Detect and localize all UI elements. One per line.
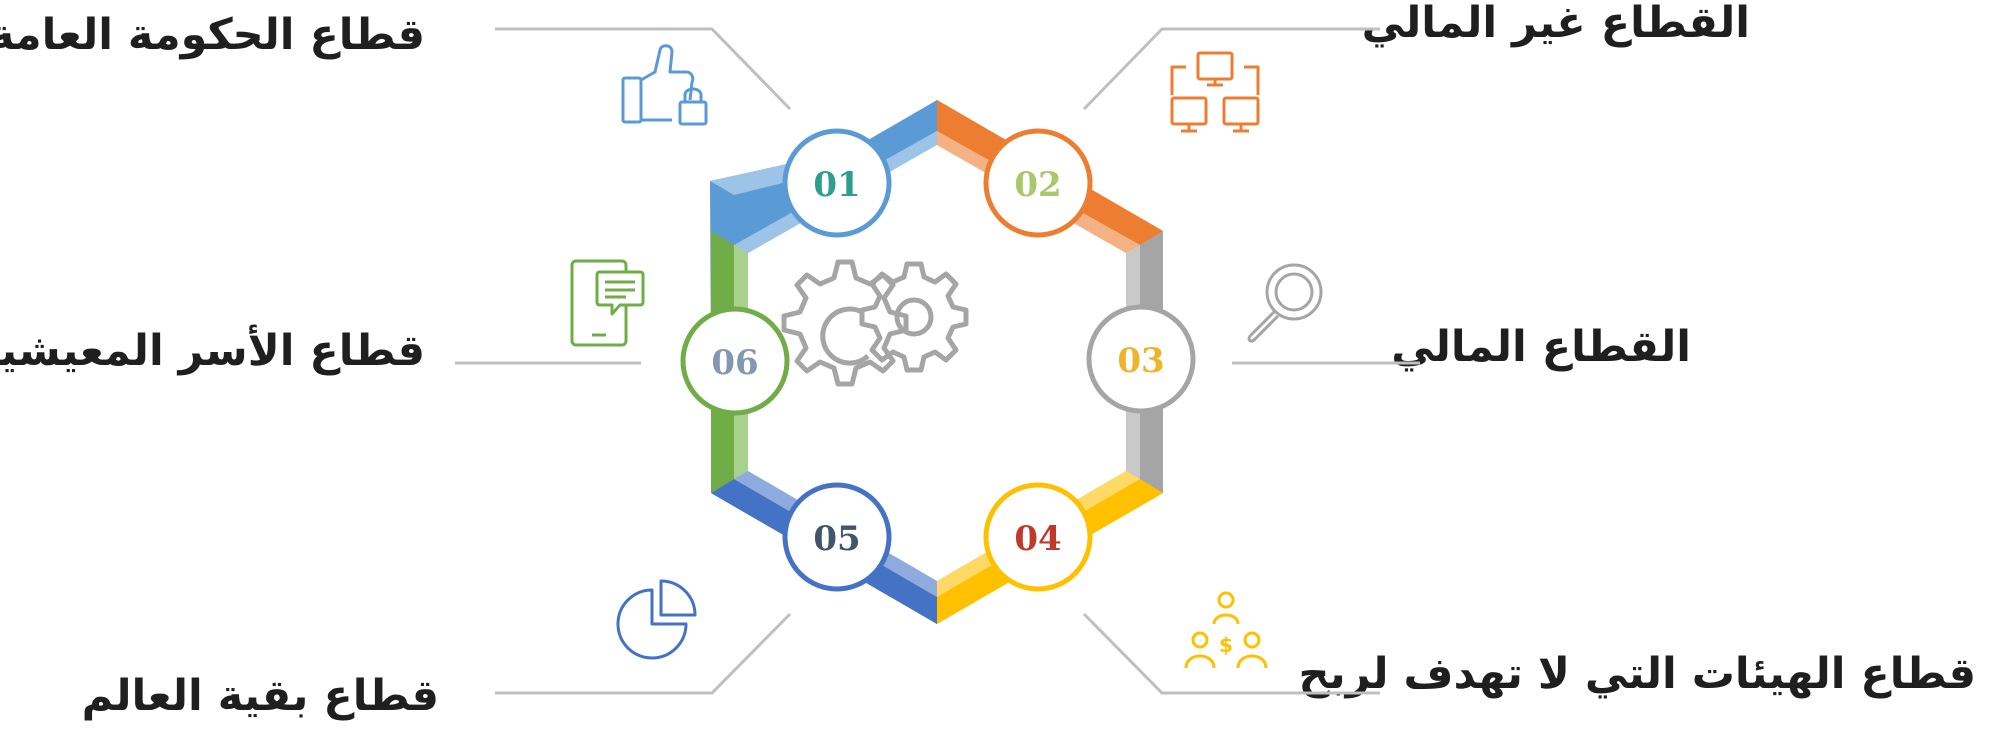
pie-chart-icon	[616, 579, 697, 660]
network-computers-icon	[1170, 51, 1260, 133]
step-circle-05: 05	[782, 482, 892, 592]
sector-label-03: القطاع المالي	[1391, 322, 1691, 372]
sector-label-01: قطاع الحكومة العامة	[0, 10, 425, 60]
connector-lines	[455, 27, 1420, 695]
step-number-01: 01	[813, 165, 860, 205]
connector-line-02	[1082, 27, 1380, 111]
step-circle-02: 02	[983, 128, 1093, 238]
step-circle-06: 06	[680, 306, 790, 416]
sector-label-05: قطاع بقية العالم	[81, 671, 439, 721]
connector-line-01	[495, 27, 792, 111]
step-number-05: 05	[813, 519, 860, 559]
connector-line-05	[495, 612, 792, 695]
step-circle-03: 03	[1086, 304, 1196, 414]
step-number-03: 03	[1117, 341, 1164, 381]
sector-label-02: القطاع غير المالي	[1361, 0, 1750, 48]
step-number-02: 02	[1014, 165, 1061, 205]
sector-label-04: قطاع الهيئات التي لا تهدف لربح	[1298, 649, 1976, 699]
step-number-04: 04	[1014, 519, 1061, 559]
gears-icon	[781, 259, 969, 387]
step-circle-04: 04	[983, 482, 1093, 592]
people-dollar-icon: $	[1184, 591, 1268, 669]
step-circle-01: 01	[782, 128, 892, 238]
mobile-chat-icon	[570, 259, 645, 347]
svg-text:$: $	[1219, 633, 1233, 657]
hexagon-inner	[748, 145, 1126, 581]
connector-line-04	[1082, 612, 1380, 695]
sector-label-06: قطاع الأسر المعيشية	[0, 326, 425, 376]
number-circles: 01 02 03 04 05 06	[680, 128, 1196, 592]
thumbs-up-lock-icon	[621, 44, 708, 126]
magnifier-icon	[1247, 263, 1323, 343]
step-number-06: 06	[711, 343, 758, 383]
